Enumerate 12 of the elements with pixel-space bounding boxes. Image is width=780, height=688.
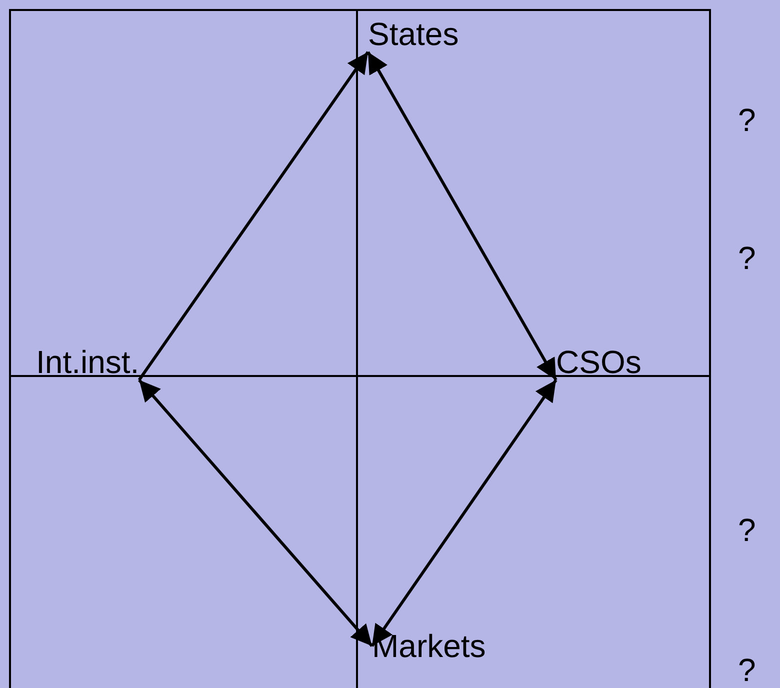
arrow xyxy=(370,379,558,647)
arrow xyxy=(138,379,374,647)
actor-label: CSOs xyxy=(556,344,642,380)
question-mark: ? xyxy=(738,240,756,276)
actor-label: Markets xyxy=(372,628,486,664)
actor-label: Int.inst. xyxy=(36,344,140,380)
actor-label: States xyxy=(368,16,459,52)
question-mark: ? xyxy=(738,512,756,548)
arrow xyxy=(366,51,558,381)
question-mark: ? xyxy=(738,652,756,688)
question-mark: ? xyxy=(738,102,756,138)
arrow xyxy=(138,51,370,381)
